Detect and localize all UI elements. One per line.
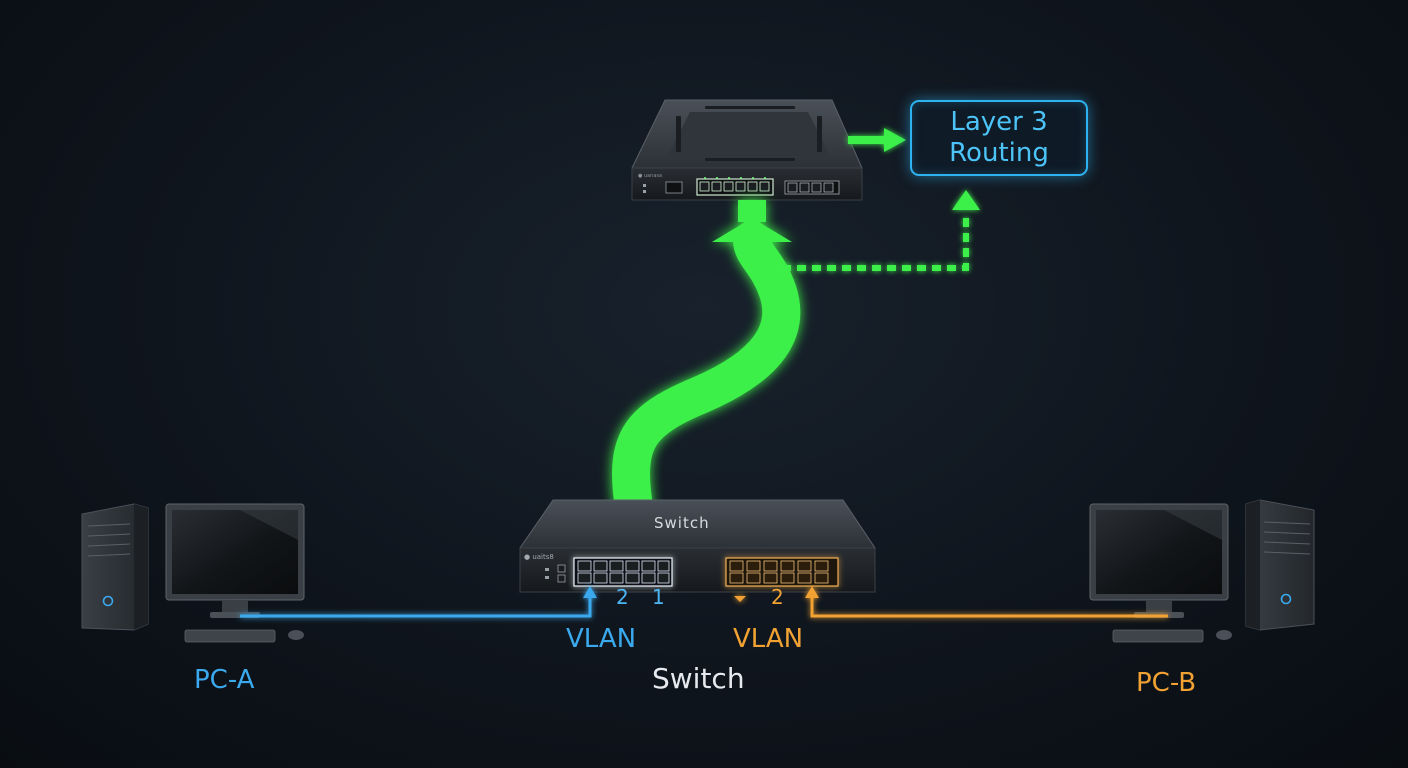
router: ● uanasa <box>631 99 863 201</box>
svg-text:● uaits8: ● uaits8 <box>524 553 554 561</box>
pc-b <box>1089 499 1315 643</box>
pc-a <box>81 503 305 643</box>
vlan-link-orange <box>734 586 1168 618</box>
port-number-label: 1 <box>652 585 665 609</box>
port-number-label: 2 <box>616 585 629 609</box>
vlan-label-orange: VLAN <box>733 624 804 654</box>
port-number-label: 2 <box>771 585 784 609</box>
pc-a-label: PC-A <box>194 665 255 695</box>
layer3-title: Layer 3 <box>950 107 1048 137</box>
trunk-link <box>612 200 801 519</box>
vlan-link-blue <box>240 586 597 618</box>
layer3-routing-box: Layer 3 Routing <box>910 100 1088 176</box>
trunk-arrowhead <box>712 218 792 242</box>
dashed-route-arrow <box>782 190 980 271</box>
switch-label: Switch <box>652 662 745 695</box>
switch: ● uaits8 <box>519 499 876 593</box>
vlan-label-blue: VLAN <box>566 624 637 654</box>
pc-b-label: PC-B <box>1136 668 1197 698</box>
routing-title: Routing <box>949 138 1049 168</box>
svg-text:● uanasa: ● uanasa <box>638 173 662 179</box>
router-to-l3-arrow <box>848 128 906 152</box>
switch-brand-label: Switch <box>654 514 710 532</box>
